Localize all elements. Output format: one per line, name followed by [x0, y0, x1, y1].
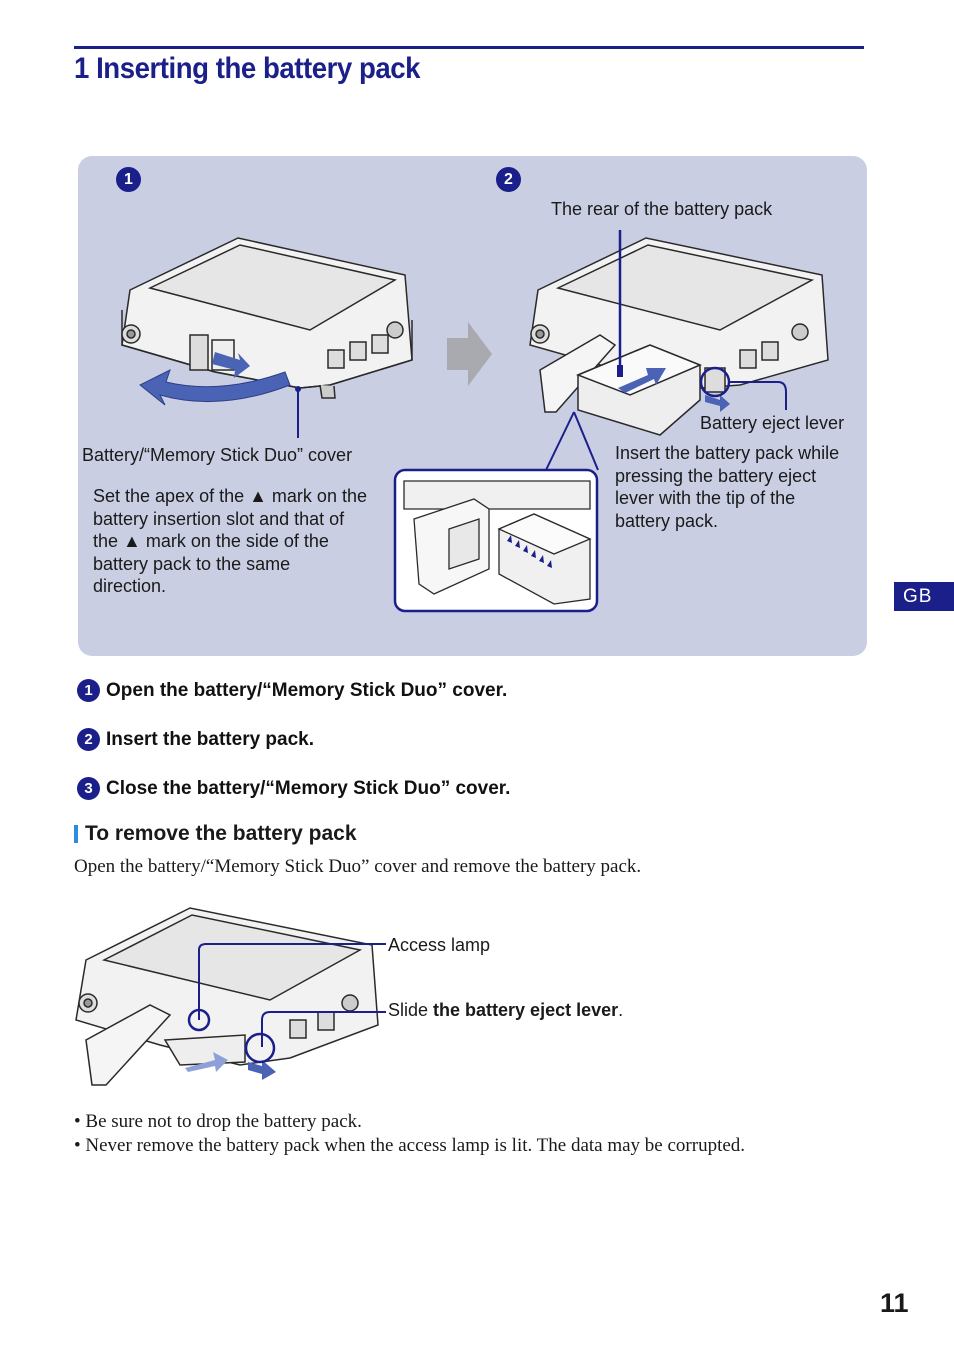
step-2: 2 Insert the battery pack. [77, 728, 314, 751]
step-1-text: Open the battery/“Memory Stick Duo” cove… [106, 679, 508, 701]
step-3-text: Close the battery/“Memory Stick Duo” cov… [106, 777, 511, 799]
step-2-text: Insert the battery pack. [106, 728, 315, 750]
label-slide-lever: Slide the battery eject lever. [388, 1000, 624, 1020]
label-access-lamp: Access lamp [388, 935, 491, 955]
label-battery-eject-lever: Battery eject lever [700, 413, 845, 433]
battery-slot-closeup [393, 468, 599, 613]
caption-apex-alignment: Set the apex of the ▲ mark on the batter… [93, 486, 367, 596]
step-3: 3 Close the battery/“Memory Stick Duo” c… [77, 777, 510, 800]
marker-2: 2 [496, 167, 521, 192]
heading-bar [74, 825, 78, 843]
step-number-2: 2 [77, 728, 100, 751]
page-number: 11 [880, 1288, 909, 1318]
marker-1: 1 [116, 167, 141, 192]
step-number-1: 1 [77, 679, 100, 702]
label-rear-of-battery: The rear of the battery pack [551, 199, 773, 219]
note-2: • Never remove the battery pack when the… [74, 1135, 746, 1156]
header-rule [74, 46, 864, 49]
note-1: • Be sure not to drop the battery pack. [74, 1111, 362, 1132]
label-battery-cover: Battery/“Memory Stick Duo” cover [82, 445, 353, 465]
page-title: 1 Inserting the battery pack [74, 52, 421, 85]
remove-heading: To remove the battery pack [74, 822, 357, 846]
remove-body: Open the battery/“Memory Stick Duo” cove… [74, 856, 642, 877]
language-tab: GB [894, 582, 954, 611]
caption-insert-battery: Insert the battery pack while pressing t… [615, 443, 840, 531]
step-1: 1 Open the battery/“Memory Stick Duo” co… [77, 679, 507, 702]
step-number-3: 3 [77, 777, 100, 800]
